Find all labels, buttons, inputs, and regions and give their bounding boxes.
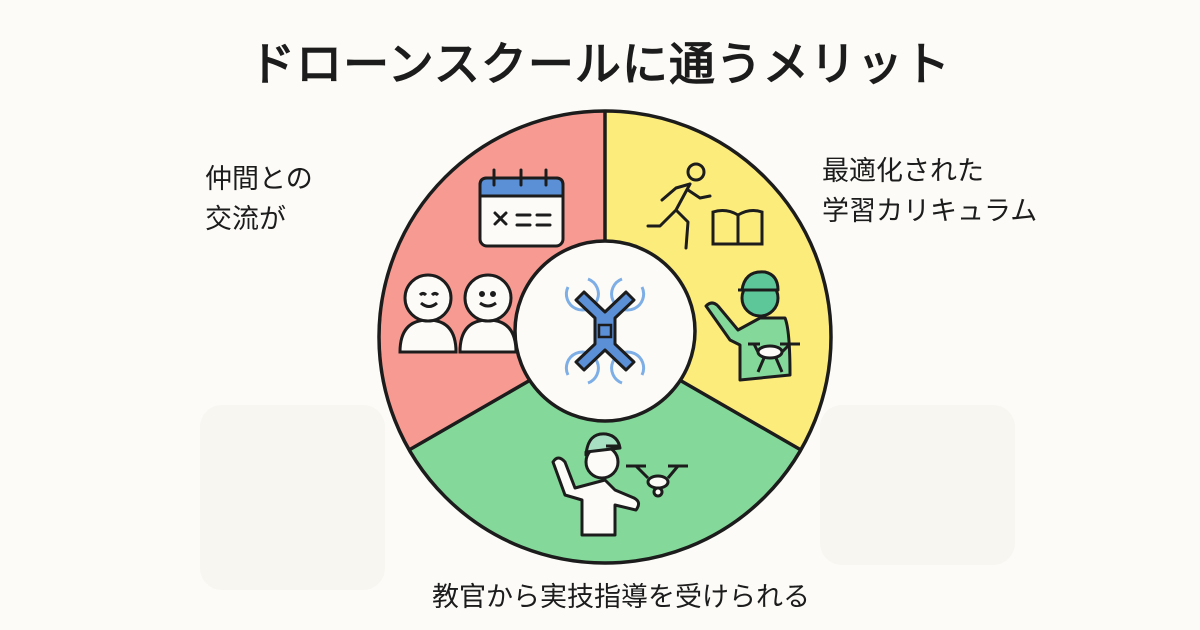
label-peer-exchange: 仲間との 交流が bbox=[205, 160, 313, 240]
label-instruction: 教官から実技指導を受けられる bbox=[432, 578, 810, 618]
instructor-with-drone-icon bbox=[551, 432, 688, 537]
label-curriculum: 最適化された 学習カリキュラム bbox=[822, 152, 1037, 232]
label-line: 交流が bbox=[205, 204, 286, 235]
book-icon bbox=[711, 209, 764, 246]
faint-panel-right bbox=[820, 405, 1015, 565]
label-line: 最適化された bbox=[822, 156, 984, 187]
drone-icon bbox=[564, 277, 646, 385]
page-title: ドローンスクールに通うメリット bbox=[249, 37, 951, 91]
faint-panel-left bbox=[200, 405, 385, 590]
pilot-with-drone-icon bbox=[704, 270, 800, 382]
label-line: 学習カリキュラム bbox=[822, 196, 1038, 227]
label-line: 教官から実技指導を受けられる bbox=[432, 582, 810, 613]
running-person-icon bbox=[646, 162, 712, 250]
calendar-icon bbox=[478, 168, 565, 248]
two-people-icon bbox=[398, 273, 518, 354]
label-line: 仲間との bbox=[205, 164, 313, 195]
